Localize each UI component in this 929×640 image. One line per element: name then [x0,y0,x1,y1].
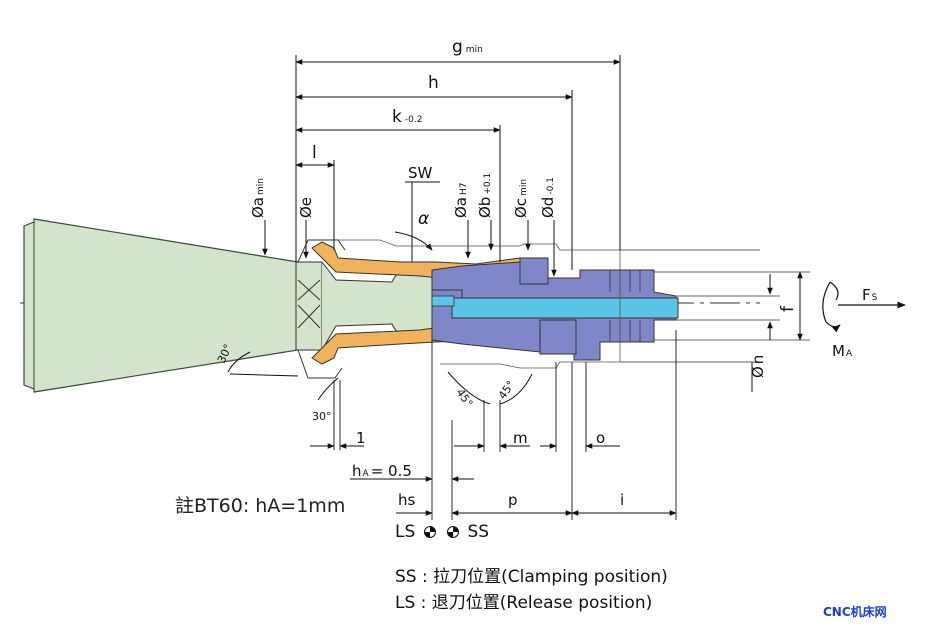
dim-hs-label: hs [398,491,416,509]
housing-outline [338,239,621,369]
dim-m-label: m [513,429,528,447]
ss-label: SS [467,522,490,542]
ma-rotation [822,281,840,327]
dim-c-min-label: Øcmin [512,179,530,218]
dim-f-label: f [778,305,798,312]
dim-alpha-label: α [418,209,429,229]
dim-ha-label: hA= 0.5 [352,462,412,480]
dim-a-min-label: Øamin [249,178,267,218]
ls-label: LS [395,522,416,542]
fs-label: FS [862,286,878,304]
dim-a-h7-label: ØaH7 [452,182,470,218]
dim-n-label: Øn [749,355,767,378]
bolt-nut-lower [539,319,577,355]
dim-h-label: h [428,73,439,93]
dim-e-label: Øe [297,197,315,218]
angle-45-left: 45° [454,386,476,409]
dim-p-label: p [508,491,518,509]
position-markers: LS SS [395,522,489,542]
legend-ls: LS : 退刀位置(Release position) [395,593,653,613]
pull-stud-head [295,261,323,351]
ls-marker-icon [423,526,436,538]
dim-l-label: l [312,143,317,163]
bolt-nut [519,257,549,285]
angle-45-right: 45° [496,378,518,401]
ma-label: MA [832,342,853,360]
bt60-note: 註BT60: hA=1mm [175,495,346,517]
shank-outline [297,239,346,379]
dim-1-label: 1 [356,429,366,447]
dim-k-label: k-0.2 [392,107,422,127]
dim-b-label: Øb+0.1 [476,173,494,218]
watermark: CNC机床网 [823,605,887,619]
drawbar-rod [451,297,679,319]
dim-d-label: Ød-0.1 [539,177,557,218]
dim-i-label: i [620,491,624,509]
dim-o-label: o [596,429,605,447]
angle-30-lower: 30° [312,410,332,423]
legend-ss: SS : 拉刀位置(Clamping position) [395,567,668,587]
ss-marker-icon [447,526,460,538]
tool-shank [23,218,299,393]
dim-sw-label: SW [408,164,433,182]
